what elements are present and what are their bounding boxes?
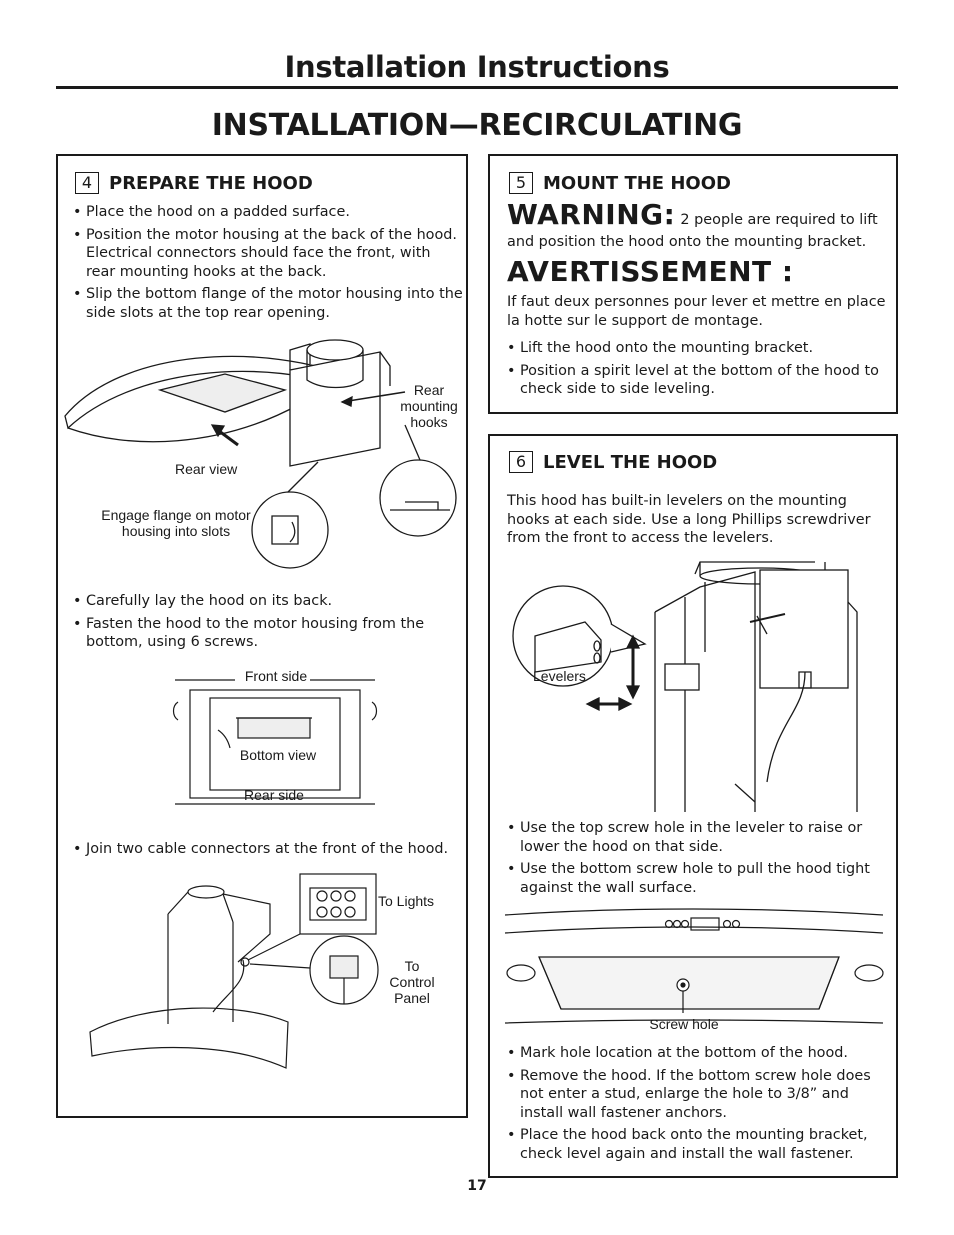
step5-panel [488, 154, 898, 414]
section-title: INSTALLATION—RECIRCULATING [211, 108, 743, 143]
warning-word: WARNING: [507, 198, 676, 231]
screw-hole-illustration [504, 908, 884, 1024]
bottom-view-label: Bottom view [239, 747, 317, 763]
list-item: Fasten the hood to the motor housing fro… [73, 615, 463, 652]
to-lights-label: To Lights [378, 893, 435, 909]
rear-view-label: Rear view [175, 461, 238, 477]
warning-text: 2 people are required to lift and positi… [507, 212, 878, 250]
list-item: Use the top screw hole in the leveler to… [507, 819, 891, 856]
list-item: Carefully lay the hood on its back. [73, 592, 463, 611]
step4-number: 4 [75, 172, 99, 194]
step6-panel [488, 434, 898, 1178]
step4-heading: 4 PREPARE THE HOOD [75, 172, 313, 194]
step4-title: PREPARE THE HOOD [109, 172, 313, 194]
list-item: Lift the hood onto the mounting bracket. [507, 339, 891, 358]
levelers-label: Levelers [533, 668, 586, 684]
step6-bullets-b: Mark hole location at the bottom of the … [507, 1044, 891, 1167]
front-side-label: Front side [244, 668, 308, 684]
screw-hole-label: Screw hole [649, 1016, 719, 1032]
list-item: Mark hole location at the bottom of the … [507, 1044, 891, 1063]
warning-block: WARNING: 2 people are required to lift a… [507, 198, 891, 252]
step4-panel [56, 154, 468, 1118]
page-number: 17 [467, 1178, 487, 1194]
avertissement-text: If faut deux personnes pour lever et met… [507, 294, 886, 329]
rear-side-label: Rear side [244, 787, 304, 803]
step4-bullets-b: Carefully lay the hood on its back. Fast… [73, 592, 463, 656]
hood-rear-view-illustration [64, 339, 457, 569]
step6-number: 6 [509, 451, 533, 473]
step6-intro: This hood has built-in levelers on the m… [507, 493, 871, 546]
step4-bullets-a: Place the hood on a padded surface. Posi… [73, 203, 463, 326]
step4-bullets-c: Join two cable connectors at the front o… [73, 840, 465, 863]
step6-heading: 6 LEVEL THE HOOD [509, 451, 717, 473]
step5-number: 5 [509, 172, 533, 194]
list-item: Use the bottom screw hole to pull the ho… [507, 860, 891, 897]
levelers-illustration [512, 561, 858, 812]
step5-title: MOUNT THE HOOD [543, 172, 731, 194]
step6-bullets-a: Use the top screw hole in the leveler to… [507, 819, 891, 901]
list-item: Place the hood back onto the mounting br… [507, 1126, 891, 1163]
rear-mounting-hooks-label: Rear mounting hooks [400, 382, 458, 430]
list-item: Position the motor housing at the back o… [73, 226, 463, 282]
hood-bottom-view-illustration [172, 679, 378, 805]
list-item: Slip the bottom flange of the motor hous… [73, 285, 463, 322]
avertissement-word: AVERTISSEMENT : [507, 255, 794, 288]
list-item: Remove the hood. If the bottom screw hol… [507, 1067, 891, 1123]
step6-title: LEVEL THE HOOD [543, 451, 718, 473]
engage-flange-label: Engage flange on motor housing into slot… [101, 507, 251, 539]
page-header-title: Installation Instructions [284, 50, 670, 84]
list-item: Position a spirit level at the bottom of… [507, 362, 891, 399]
step5-bullets: Lift the hood onto the mounting bracket.… [507, 339, 891, 403]
step5-heading: 5 MOUNT THE HOOD [509, 172, 731, 194]
header-rule [56, 86, 898, 89]
list-item: Place the hood on a padded surface. [73, 203, 463, 222]
list-item: Join two cable connectors at the front o… [73, 840, 465, 859]
to-control-panel-label: To Control Panel [389, 958, 435, 1006]
cable-connectors-illustration [89, 873, 379, 1069]
